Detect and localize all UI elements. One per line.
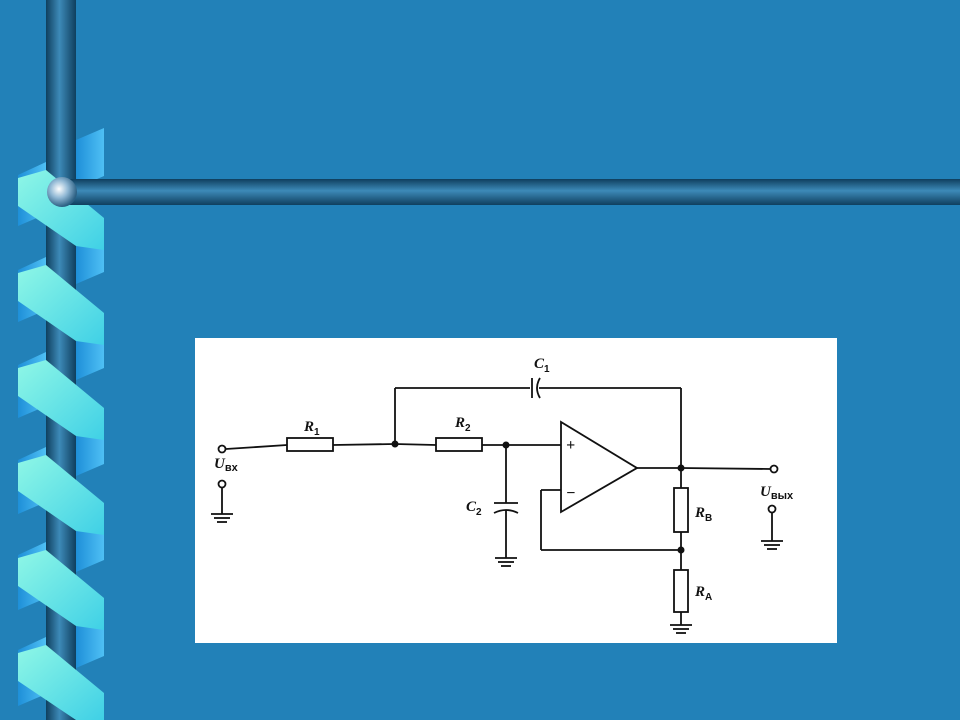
circuit-diagram: + − R1: [211, 356, 794, 634]
resistor-r1-icon: [286, 437, 334, 452]
label-r1: R1: [303, 419, 320, 438]
horizontal-bar: [62, 179, 960, 205]
resistor-r2-icon: [435, 437, 483, 452]
input-terminal-icon: [217, 444, 288, 454]
output-terminal-icon: [769, 464, 779, 474]
op-amp-minus-label: −: [566, 485, 576, 502]
ra-ground-icon: [670, 624, 692, 634]
bar-joint-knob: [47, 177, 77, 207]
circuit-diagram-panel: + − R1: [195, 338, 837, 643]
label-u-out: Uвых: [760, 484, 794, 502]
label-c2: C2: [466, 499, 482, 518]
resistor-ra-icon: [673, 569, 689, 613]
op-amp-icon: [560, 420, 639, 514]
c2-ground-icon: [495, 557, 517, 567]
resistor-rb-icon: [673, 487, 689, 533]
label-r2: R2: [454, 415, 471, 434]
label-c1: C1: [534, 356, 550, 375]
label-u-in: Uвх: [214, 456, 239, 474]
output-ground-icon: [761, 504, 783, 550]
input-ground-icon: [211, 479, 233, 523]
capacitor-c1-icon: [531, 377, 541, 399]
label-rb: RB: [694, 505, 712, 524]
ribbon-front: [18, 170, 104, 720]
label-ra: RA: [694, 584, 712, 603]
op-amp-plus-label: +: [566, 437, 575, 454]
